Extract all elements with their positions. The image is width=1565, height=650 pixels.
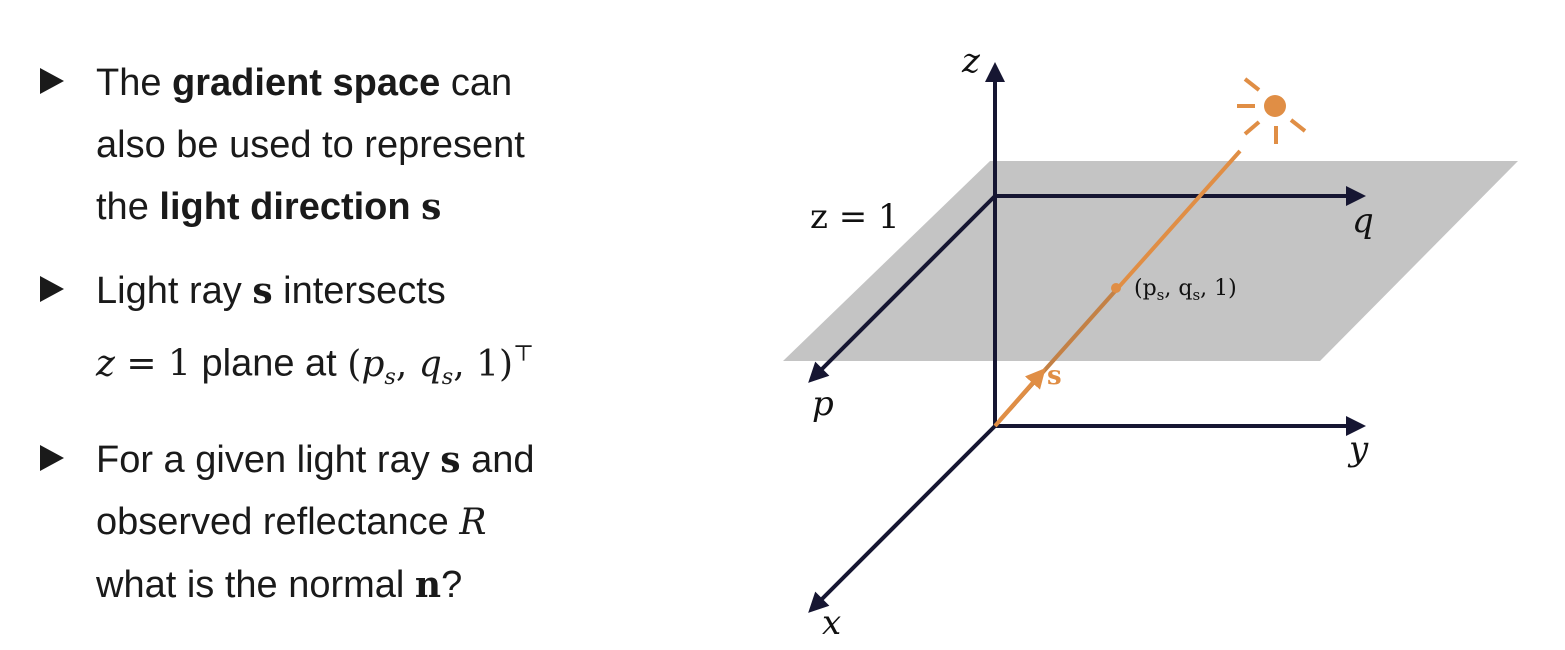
math-superscript: ⊤ (513, 340, 535, 366)
text: and (460, 439, 535, 482)
bullet-line: what is the normal n? (96, 554, 640, 616)
bullet-line: z = 1 plane at (ps, qs, 1)⊤ (96, 322, 640, 407)
math-symbol: n (414, 564, 442, 607)
ray-label: s (1047, 361, 1062, 391)
point-label-part: , q (1164, 276, 1192, 301)
text: For a given light ray (96, 439, 441, 482)
math-expression: (ps, qs, 1)⊤ (347, 340, 534, 389)
math-symbol: , 1) (453, 343, 514, 385)
bullet-line: the light direction s (96, 176, 640, 238)
bullet-marker-icon (40, 276, 64, 302)
text: can (440, 62, 513, 104)
q-axis-label: q (1352, 201, 1374, 241)
intersection-point (1111, 283, 1121, 293)
bullet-line: The gradient space can (96, 52, 640, 114)
math-symbol: , (395, 343, 419, 385)
text: plane at (190, 342, 348, 385)
bullet-item: The gradient space can also be used to r… (40, 52, 640, 238)
math-symbol: q (418, 343, 442, 385)
math-symbol: R (459, 502, 487, 544)
p-axis-label: p (812, 384, 834, 424)
bullet-list: The gradient space can also be used to r… (40, 52, 640, 616)
text: ? (441, 564, 463, 607)
math-symbol: s (421, 186, 442, 228)
bold-term: gradient space (172, 62, 441, 104)
point-label-sub: s (1157, 286, 1165, 304)
bullet-line: also be used to represent (96, 124, 525, 166)
math-symbol: s (252, 270, 273, 312)
math-symbol: = 1 (114, 343, 191, 385)
light-vector-s (998, 367, 1046, 422)
text: observed reflectance (96, 501, 460, 544)
bullet-line: observed reflectance R (96, 491, 640, 554)
math-subscript: s (441, 363, 454, 390)
text: The (96, 62, 173, 104)
math-symbol: p (361, 343, 385, 385)
p-axis (808, 194, 997, 383)
text: the (96, 186, 160, 228)
bullet-item: Light ray s intersects z = 1 plane at (p… (40, 260, 640, 407)
plane-label: z = 1 (810, 197, 900, 237)
math-symbol: s (440, 439, 461, 482)
z1-plane (783, 161, 1518, 361)
bold-term: light direction (159, 186, 411, 228)
x-axis-label: x (822, 603, 841, 643)
bullet-line: For a given light ray s and (96, 429, 640, 491)
text: intersects (272, 270, 446, 312)
point-label-part: (p (1134, 276, 1157, 301)
bullet-line: Light ray s intersects (96, 260, 640, 322)
text: Light ray (96, 270, 253, 312)
point-label-part: , 1) (1200, 276, 1237, 301)
bullet-marker-icon (40, 445, 64, 472)
math-symbol: z (96, 343, 115, 385)
math-symbol: ( (347, 343, 362, 385)
x-axis (808, 424, 997, 613)
math-subscript: s (384, 363, 396, 390)
y-axis-label: y (1347, 429, 1369, 469)
z-axis-label: z (961, 41, 981, 81)
point-label: (ps, qs, 1) (1134, 276, 1237, 304)
sun-icon (1237, 77, 1307, 144)
point-label-sub: s (1192, 286, 1200, 304)
bullet-marker-icon (40, 68, 64, 94)
text: what is the normal (96, 564, 415, 607)
bullet-item: For a given light ray s and observed ref… (40, 429, 640, 616)
